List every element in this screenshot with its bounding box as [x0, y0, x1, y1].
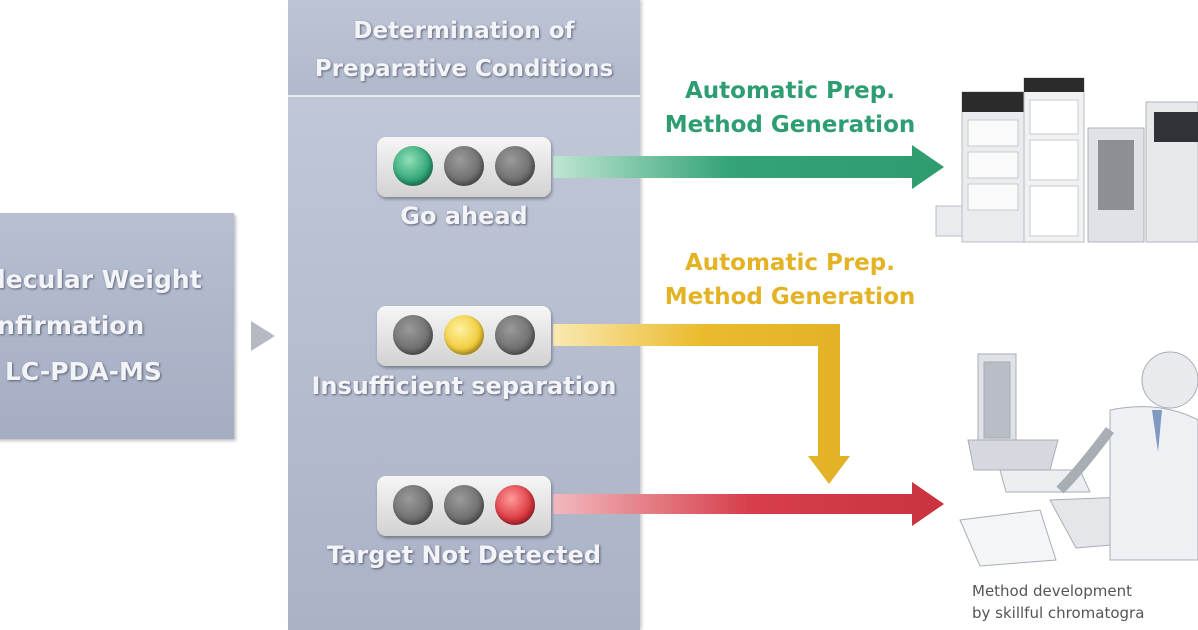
status-target-not-detected: Target Not Detected: [326, 541, 602, 569]
panel-header: Determination of Preparative Conditions: [288, 0, 640, 97]
panel-title-line-2: Preparative Conditions: [314, 56, 614, 82]
status-insufficient-separation: Insufficient separation: [311, 372, 617, 400]
yellow-arrow-label-line-1: Automatic Prep.: [685, 250, 895, 276]
go-ahead-arrow: [553, 145, 944, 189]
yellow-arrow-label: Automatic Prep. Method Generation: [640, 246, 940, 314]
status-go-ahead: Go ahead: [400, 202, 528, 230]
chromatographer-icon: [959, 351, 1198, 567]
caption-line-1: Method development: [972, 582, 1132, 600]
panel-title-line-1: Determination of: [353, 18, 575, 44]
off-lamp-icon: [495, 315, 535, 355]
lc-instrument-icon: [935, 77, 1198, 243]
flow-arrow-icon: [251, 321, 275, 351]
not-detected-arrow: [553, 482, 944, 526]
off-lamp-icon: [393, 315, 433, 355]
analysis-line-2: onfirmation: [0, 311, 145, 340]
caption-line-2: by skillful chromatogra: [972, 604, 1145, 622]
analysis-line-1: olecular Weight: [0, 265, 202, 294]
off-lamp-icon: [444, 485, 484, 525]
off-lamp-icon: [393, 485, 433, 525]
red-lamp-icon: [495, 485, 535, 525]
traffic-light-insufficient: [377, 306, 551, 366]
off-lamp-icon: [495, 146, 535, 186]
off-lamp-icon: [444, 146, 484, 186]
green-lamp-icon: [393, 146, 433, 186]
green-arrow-label: Automatic Prep. Method Generation: [640, 74, 940, 142]
traffic-light-go: [377, 137, 551, 197]
green-arrow-label-line-1: Automatic Prep.: [685, 78, 895, 104]
insufficient-separation-arrow: [553, 324, 850, 484]
traffic-light-not-detected: [377, 476, 551, 536]
analysis-box: olecular Weight onfirmation y LC-PDA-MS: [0, 213, 234, 439]
green-arrow-label-line-2: Method Generation: [664, 112, 916, 138]
yellow-arrow-label-line-2: Method Generation: [664, 284, 916, 310]
yellow-lamp-icon: [444, 315, 484, 355]
analysis-line-3: y LC-PDA-MS: [0, 357, 162, 386]
